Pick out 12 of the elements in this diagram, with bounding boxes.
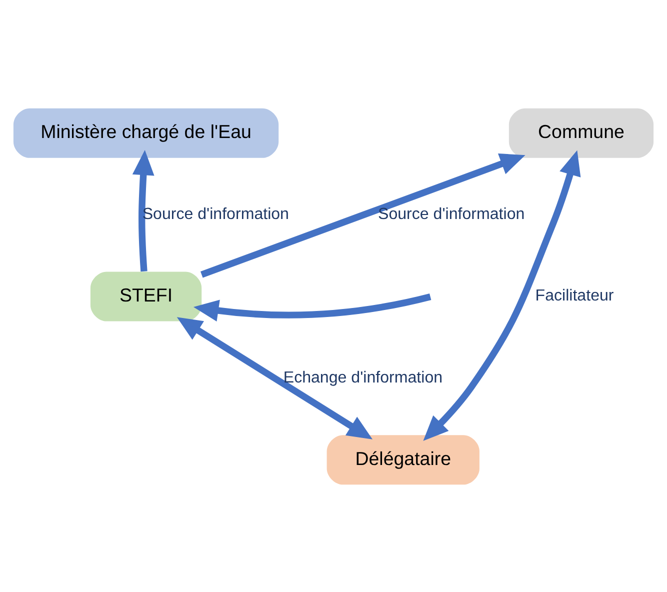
arrow bbox=[200, 153, 526, 278]
arrow bbox=[132, 149, 154, 272]
node-box: Délégataire bbox=[326, 434, 480, 484]
edge-label: Facilitateur bbox=[535, 286, 614, 304]
node-box: Ministère chargé de l'Eau bbox=[13, 108, 279, 158]
node-box: Commune bbox=[508, 108, 654, 158]
edge-label: Echange d'information bbox=[283, 368, 443, 386]
edge-label: Source d'information bbox=[378, 204, 525, 222]
arrow bbox=[176, 316, 373, 439]
node-box: STEFI bbox=[90, 271, 202, 321]
arrow bbox=[193, 292, 432, 321]
arrow bbox=[423, 150, 581, 440]
